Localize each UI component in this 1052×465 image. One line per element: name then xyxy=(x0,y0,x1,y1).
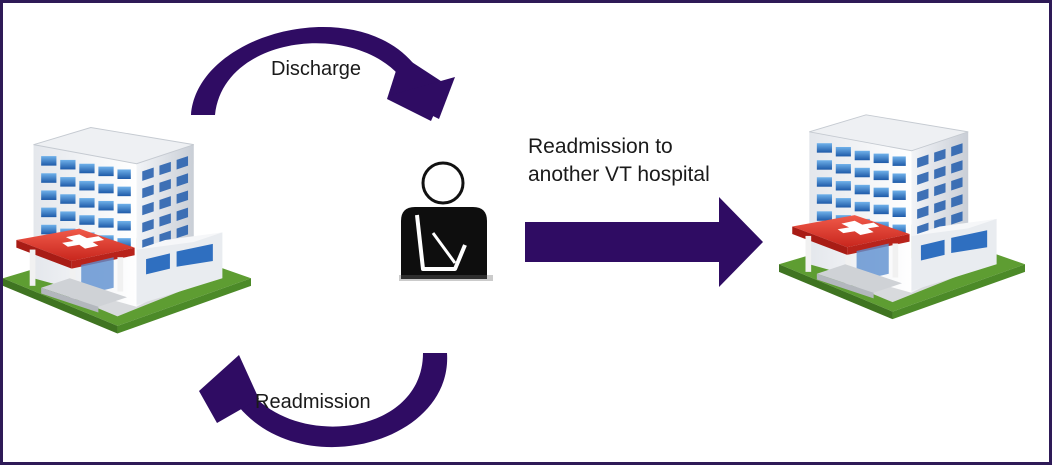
readmission-arrow xyxy=(199,353,448,448)
readmission-other-hospital-label: Readmission to another VT hospital xyxy=(528,133,710,189)
readmission-other-line1: Readmission to xyxy=(528,135,673,158)
hospital-building-icon xyxy=(3,126,251,335)
discharge-arrow xyxy=(191,26,455,121)
discharge-label: Discharge xyxy=(271,58,362,80)
transfer-arrow xyxy=(525,197,763,287)
readmission-label: Readmission xyxy=(255,391,371,413)
diagram-canvas xyxy=(3,26,1025,448)
patient-arm-sling-icon xyxy=(399,161,493,281)
readmission-other-line2: another VT hospital xyxy=(528,163,710,186)
hospital-building-icon xyxy=(779,114,1025,320)
